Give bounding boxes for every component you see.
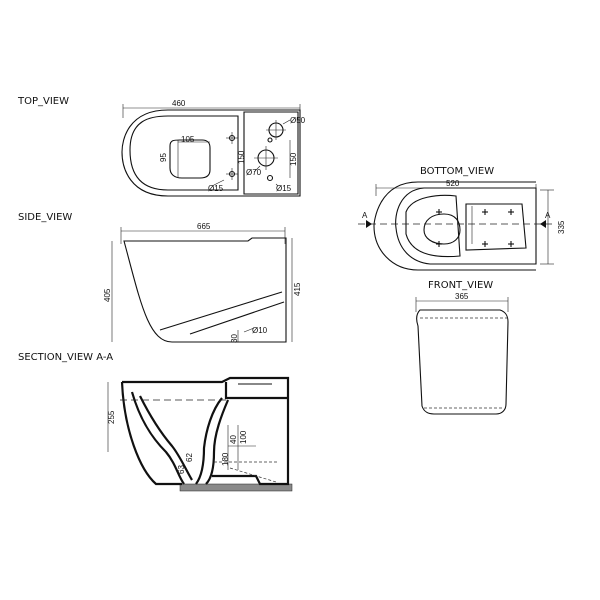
- bottom-section-a-left: A: [362, 211, 368, 220]
- section-255-dim: 255: [107, 410, 116, 424]
- side-height-left-dim: 405: [103, 288, 112, 302]
- side-height-right-dim: 415: [293, 282, 302, 296]
- top-seat-height-dim: 95: [159, 153, 168, 162]
- top-dia50: Ø50: [290, 116, 306, 125]
- top-150-right-dim: 150: [289, 152, 298, 166]
- top-width-dim: 460: [172, 99, 186, 108]
- front-view: 365: [415, 292, 509, 415]
- front-width-dim: 365: [455, 292, 469, 301]
- section-view-title: SECTION_VIEW A-A: [18, 352, 113, 363]
- front-view-title: FRONT_VIEW: [428, 280, 493, 291]
- top-dia70: Ø70: [246, 168, 262, 177]
- side-view-title: SIDE_VIEW: [18, 212, 72, 223]
- side-view: 665 405 415 30 Ø10: [103, 222, 302, 343]
- section-180-dim: 180: [221, 452, 230, 466]
- section-62-dim: 62: [185, 453, 194, 462]
- bottom-view-title: BOTTOM_VIEW: [420, 166, 494, 177]
- top-seat-width-dim: 105: [181, 135, 195, 144]
- side-length-dim: 665: [197, 222, 211, 231]
- bottom-view: 520 A A 335: [358, 179, 566, 271]
- section-100-dim: 100: [239, 430, 248, 444]
- bottom-width-dim: 520: [446, 179, 460, 188]
- section-view: 255 40 100 180 63 62: [107, 376, 293, 492]
- top-view-title: TOP_VIEW: [17, 96, 69, 107]
- top-view: 460 105 95 150 Ø15 Ø50: [121, 99, 306, 197]
- top-dia15-right: Ø15: [276, 184, 292, 193]
- bottom-height-dim: 335: [557, 220, 566, 234]
- top-dia15-left: Ø15: [208, 184, 224, 193]
- section-40-dim: 40: [229, 435, 238, 444]
- side-30-dim: 30: [230, 334, 239, 343]
- section-63-dim: 63: [177, 465, 186, 474]
- top-150-left-dim: 150: [237, 150, 246, 164]
- side-dia10: Ø10: [252, 326, 268, 335]
